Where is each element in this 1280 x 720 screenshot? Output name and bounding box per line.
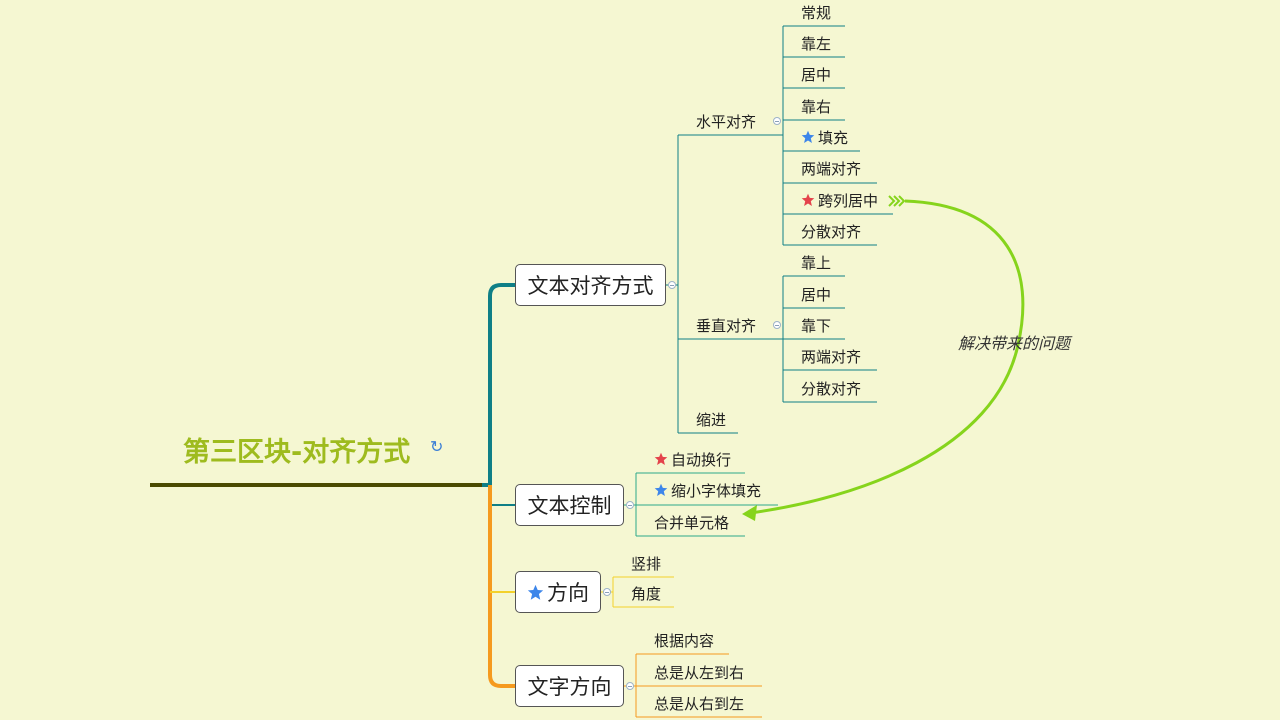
blue-star-icon — [801, 130, 815, 143]
collapse-icon[interactable] — [668, 281, 676, 289]
h-item-left[interactable]: 靠左 — [801, 35, 832, 53]
tc-item-wrap-label: 自动换行 — [671, 451, 732, 469]
blue-star-icon — [654, 483, 668, 496]
h-item-right[interactable]: 靠右 — [801, 98, 832, 116]
tc-item-shrink-label: 缩小字体填充 — [671, 482, 762, 500]
topic-text-direction[interactable]: 文字方向 — [515, 665, 624, 707]
collapse-icon[interactable] — [773, 321, 781, 329]
h-item-distributed[interactable]: 分散对齐 — [801, 223, 862, 241]
refresh-icon: ↻ — [430, 437, 444, 456]
h-item-justify[interactable]: 两端对齐 — [801, 160, 862, 178]
collapse-icon[interactable] — [773, 117, 781, 125]
subtopic-vertical-align[interactable]: 垂直对齐 — [696, 317, 757, 335]
blue-star-icon — [527, 584, 544, 600]
relationship-label[interactable]: 解决带来的问题 — [958, 334, 1071, 353]
root-topic-title[interactable]: 第三区块-对齐方式 — [183, 437, 411, 468]
h-item-fill[interactable]: 填充 — [801, 129, 848, 147]
td-item-ltr[interactable]: 总是从左到右 — [654, 664, 745, 682]
topic-direction[interactable]: 方向 — [515, 571, 601, 613]
v-item-bottom[interactable]: 靠下 — [801, 317, 832, 335]
dir-item-vertical[interactable]: 竖排 — [631, 555, 662, 573]
h-item-center[interactable]: 居中 — [801, 66, 832, 84]
tc-item-shrink[interactable]: 缩小字体填充 — [654, 482, 761, 500]
tc-item-wrap[interactable]: 自动换行 — [654, 451, 731, 469]
td-item-context[interactable]: 根据内容 — [654, 632, 715, 650]
v-item-distributed[interactable]: 分散对齐 — [801, 380, 862, 398]
tc-item-merge[interactable]: 合并单元格 — [654, 514, 730, 532]
h-item-center-across[interactable]: 跨列居中 — [801, 192, 878, 210]
collapse-icon[interactable] — [626, 682, 634, 690]
subtopic-indent[interactable]: 缩进 — [696, 411, 727, 429]
v-item-center[interactable]: 居中 — [801, 286, 832, 304]
subtopic-horizontal-align[interactable]: 水平对齐 — [696, 113, 757, 131]
h-item-fill-label: 填充 — [818, 129, 849, 147]
td-item-rtl[interactable]: 总是从右到左 — [654, 695, 745, 713]
h-item-center-across-label: 跨列居中 — [818, 192, 879, 210]
h-item-general[interactable]: 常规 — [801, 4, 832, 22]
topic-text-align[interactable]: 文本对齐方式 — [515, 264, 666, 306]
red-star-icon — [801, 193, 815, 206]
collapse-icon[interactable] — [603, 588, 611, 596]
topic-direction-label: 方向 — [547, 581, 589, 605]
dir-item-angle[interactable]: 角度 — [631, 585, 662, 603]
topic-text-control[interactable]: 文本控制 — [515, 484, 624, 526]
v-item-justify[interactable]: 两端对齐 — [801, 348, 862, 366]
collapse-icon[interactable] — [626, 501, 634, 509]
v-item-top[interactable]: 靠上 — [801, 254, 832, 272]
red-star-icon — [654, 452, 668, 465]
